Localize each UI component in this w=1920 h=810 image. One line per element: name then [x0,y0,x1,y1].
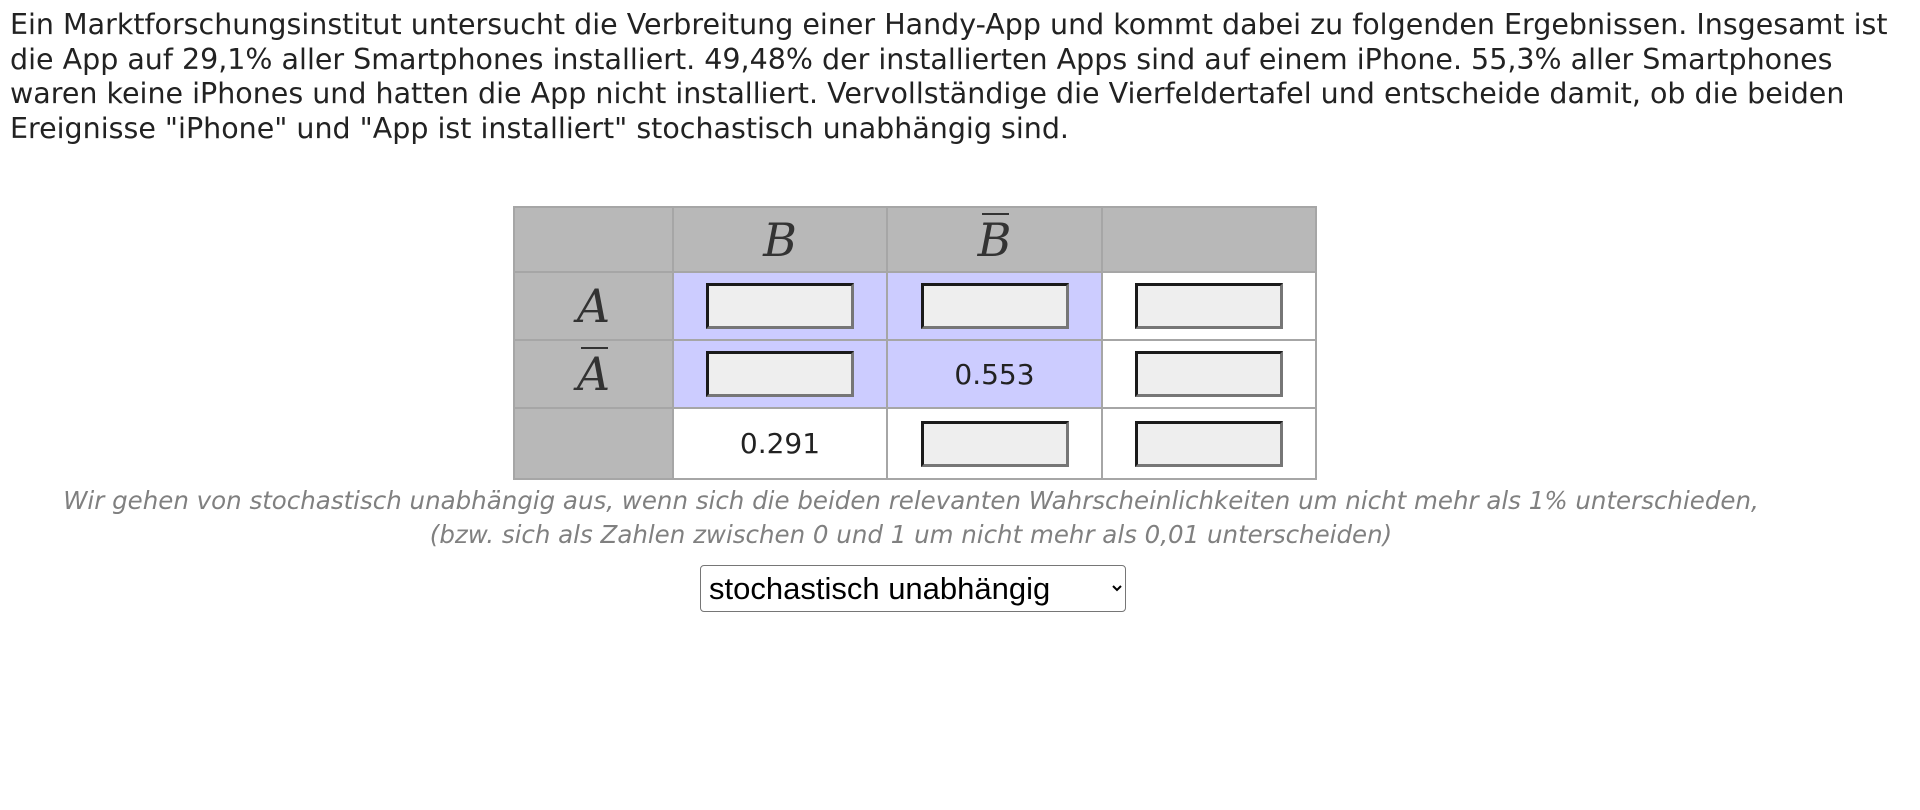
input-not-a-b[interactable] [706,351,854,397]
note-line-2: (bzw. sich als Zahlen zwischen 0 und 1 u… [429,520,1393,549]
cell-not-a-total [1101,339,1317,409]
given-value-total-b: 0.291 [739,427,821,460]
contingency-table: B B A A [513,206,1317,480]
input-total-total[interactable] [1135,420,1283,467]
contingency-table-container: B B A A [513,206,1317,480]
independence-select[interactable]: stochastisch unabhängig [700,565,1126,612]
cell-a-total [1101,271,1317,341]
cell-total-not-b [886,407,1103,480]
col-header-b: B [672,206,888,273]
corner-cell [513,206,674,273]
note-line-1: Wir gehen von stochastisch unabhängig au… [63,486,1759,515]
row-header-a: A [513,271,674,341]
row-header-not-a: A [513,339,674,409]
cell-a-b [672,271,888,341]
answer-select-container: stochastisch unabhängig [700,565,1126,612]
row-header-total [513,407,674,480]
cell-not-a-b [672,339,888,409]
input-total-not-b[interactable] [920,420,1069,467]
independence-note: Wir gehen von stochastisch unabhängig au… [0,484,1822,552]
input-a-total[interactable] [1135,283,1283,329]
col-header-total [1101,206,1317,273]
cell-a-not-b [886,271,1103,341]
input-not-a-total[interactable] [1135,351,1283,397]
cell-total-total [1101,407,1317,480]
cell-total-b: 0.291 [672,407,888,480]
given-value-not-a-not-b: 0.553 [954,357,1035,391]
task-description: Ein Marktforschungsinstitut untersucht d… [10,8,1888,145]
col-header-not-b: B [886,206,1103,273]
input-a-b[interactable] [706,283,854,329]
cell-not-a-not-b: 0.553 [886,339,1103,409]
input-a-not-b[interactable] [920,283,1069,329]
